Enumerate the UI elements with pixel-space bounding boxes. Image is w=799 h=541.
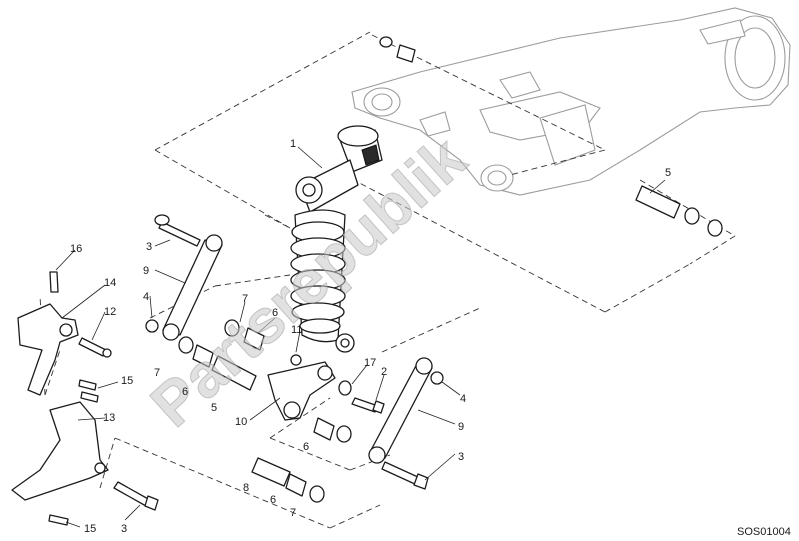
swingarm-outline bbox=[351, 7, 791, 196]
bushing-6-lower[interactable] bbox=[285, 473, 307, 497]
leader-lines bbox=[55, 146, 666, 528]
diagram-reference-code: SOS01004 bbox=[737, 526, 791, 538]
spacer-8[interactable] bbox=[251, 457, 291, 487]
callout-label: 14 bbox=[104, 277, 116, 289]
callout-label: 9 bbox=[143, 265, 149, 277]
callout-label: 4 bbox=[143, 291, 149, 303]
nut-4-right[interactable] bbox=[430, 371, 444, 385]
callout-label: 2 bbox=[381, 366, 387, 378]
callout-label: 4 bbox=[460, 393, 466, 405]
callout-label: 12 bbox=[104, 306, 116, 318]
bushing-6-middle[interactable] bbox=[313, 417, 335, 441]
bracket-13[interactable] bbox=[11, 401, 109, 501]
callout-label: 6 bbox=[182, 386, 188, 398]
callout-label: 1 bbox=[290, 138, 296, 150]
callout-label: 6 bbox=[303, 441, 309, 453]
callout-label: 3 bbox=[121, 523, 127, 535]
screws-15-upper[interactable] bbox=[78, 379, 99, 403]
bushing-right[interactable] bbox=[684, 207, 700, 225]
bolt-12[interactable] bbox=[78, 337, 112, 358]
callout-labels: 1 2 3 3 3 4 4 5 5 6 6 6 6 7 7 7 8 9 9 10… bbox=[70, 138, 671, 535]
callout-label: 15 bbox=[121, 375, 133, 387]
seal-7-middle[interactable] bbox=[336, 425, 352, 443]
callout-label: 11 bbox=[291, 324, 302, 336]
spacer-11[interactable] bbox=[290, 354, 302, 366]
callout-label: 7 bbox=[242, 293, 248, 305]
callout-label: 3 bbox=[458, 451, 464, 463]
tie-rod-right[interactable] bbox=[368, 357, 433, 464]
callout-label: 7 bbox=[290, 507, 296, 519]
bushing-top[interactable] bbox=[379, 36, 416, 63]
bushing-6-upper[interactable] bbox=[243, 327, 265, 351]
callout-label: 7 bbox=[154, 367, 160, 379]
bolt-lower-right[interactable] bbox=[381, 461, 429, 490]
seal-right[interactable] bbox=[707, 219, 723, 237]
bolt-lower-left[interactable] bbox=[113, 481, 159, 511]
spacer-5-right[interactable] bbox=[635, 185, 681, 219]
callout-label: 10 bbox=[235, 416, 247, 428]
washer-17[interactable] bbox=[338, 380, 352, 396]
rocker-link[interactable] bbox=[267, 361, 336, 421]
spacer-5-left[interactable] bbox=[211, 355, 257, 391]
nut-4-left[interactable] bbox=[145, 319, 159, 333]
callout-label: 16 bbox=[70, 243, 82, 255]
callout-label: 17 bbox=[364, 357, 376, 369]
callout-label: 5 bbox=[665, 167, 671, 179]
callout-label: 5 bbox=[211, 402, 217, 414]
bolt-2[interactable] bbox=[351, 397, 385, 414]
callout-label: 15 bbox=[84, 523, 96, 535]
seal-7-lower[interactable] bbox=[309, 485, 325, 503]
seal-7-upper[interactable] bbox=[224, 319, 240, 337]
tie-rod-left[interactable] bbox=[162, 234, 223, 341]
bolt-16[interactable] bbox=[49, 271, 59, 293]
callout-label: 13 bbox=[103, 412, 115, 424]
bushing-6-left[interactable] bbox=[192, 344, 214, 368]
bolt-upper-left[interactable] bbox=[154, 214, 201, 247]
callout-label: 6 bbox=[272, 307, 278, 319]
callout-label: 8 bbox=[243, 482, 249, 494]
callout-label: 6 bbox=[270, 494, 276, 506]
rear-shock-absorber[interactable] bbox=[290, 125, 383, 353]
callout-label: 9 bbox=[458, 421, 464, 433]
bracket-14[interactable] bbox=[17, 303, 79, 396]
screw-15-lower[interactable] bbox=[48, 514, 69, 526]
seal-7-left[interactable] bbox=[178, 336, 194, 354]
callout-label: 3 bbox=[146, 241, 152, 253]
